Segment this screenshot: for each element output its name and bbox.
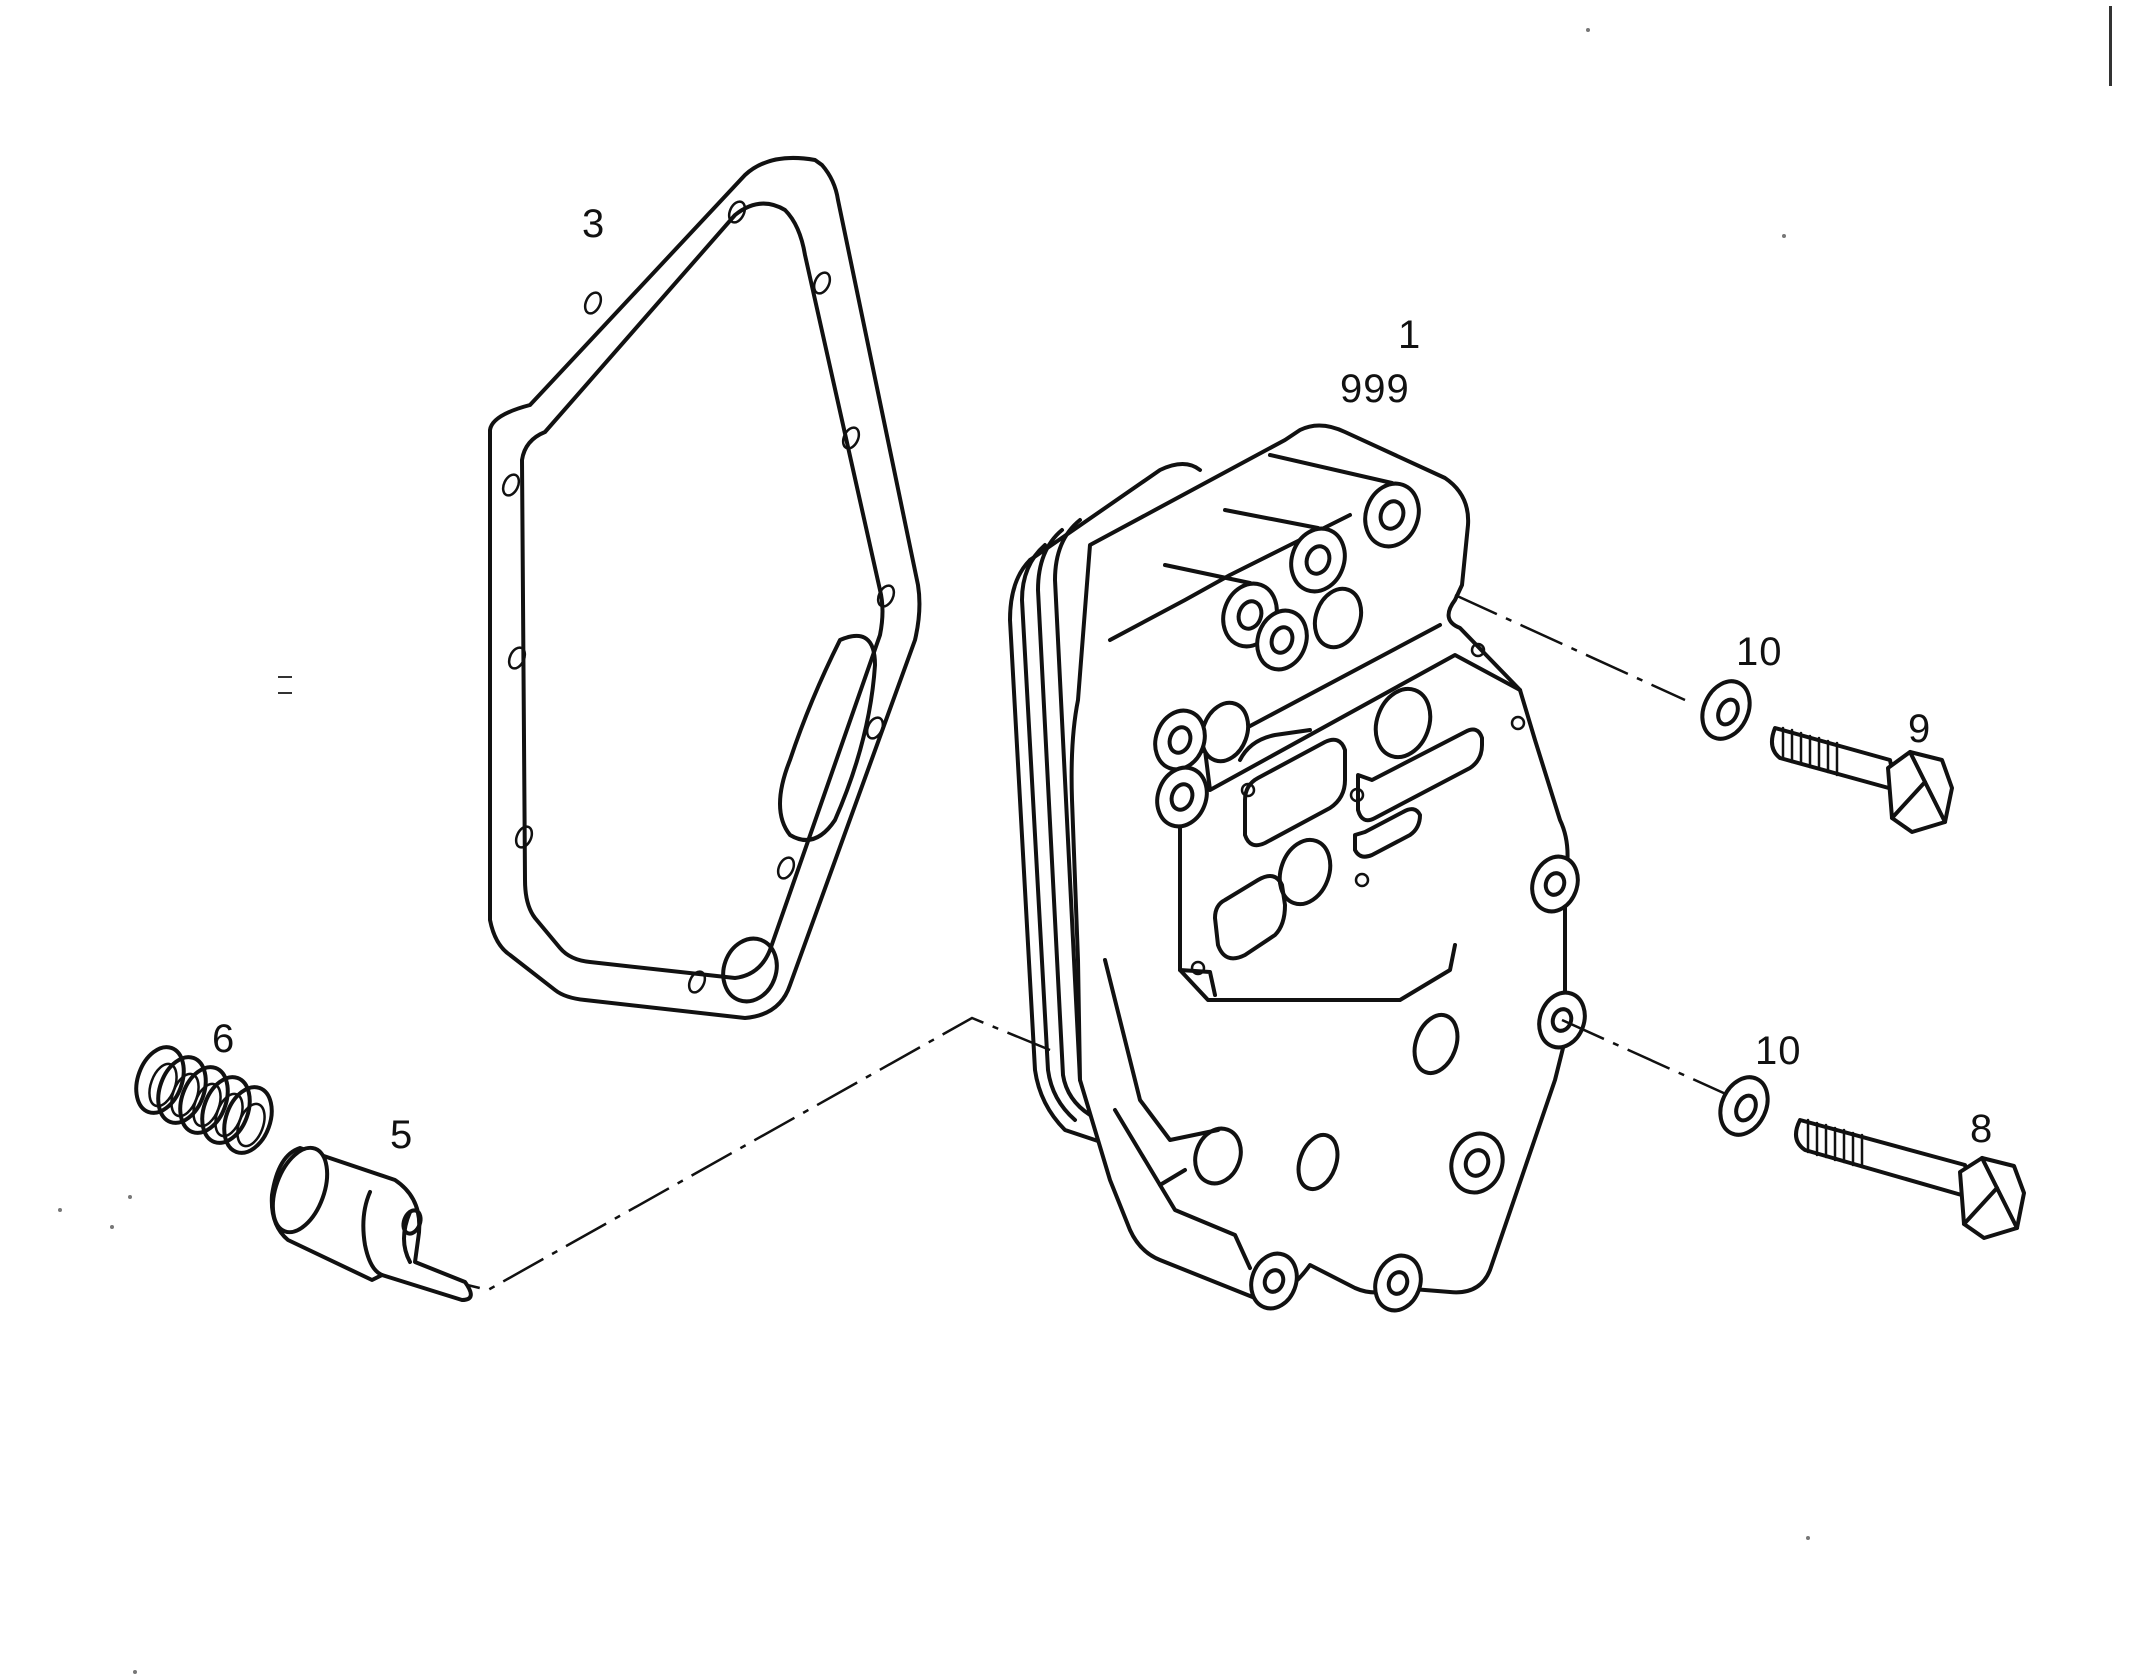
label-bolt-short: 9: [1908, 707, 1931, 751]
leader-lines: [454, 593, 1729, 1292]
spring-part-6: [134, 1045, 274, 1155]
callout-labels: 1 999 3 5 6 8 9 10 10: [212, 202, 1993, 1157]
washer-part-10-lower: [1718, 1075, 1770, 1137]
housing-part-1: [1008, 423, 1587, 1313]
label-housing-sub: 999: [1340, 367, 1410, 411]
label-valve-piston: 5: [390, 1113, 413, 1157]
valve-piston-part-5: [269, 1145, 473, 1302]
label-housing: 1: [1398, 313, 1421, 357]
bolt-part-9: [1769, 726, 1954, 834]
bolt-part-8: [1794, 1118, 2026, 1240]
gasket-part-3: [488, 155, 922, 1020]
background-specks: [58, 6, 2112, 1674]
label-bolt-long: 8: [1970, 1107, 1993, 1151]
label-gasket: 3: [582, 202, 605, 246]
washer-part-10-upper: [1700, 679, 1752, 741]
label-washer-lower: 10: [1755, 1029, 1802, 1073]
label-spring: 6: [212, 1017, 235, 1061]
label-washer-upper: 10: [1736, 630, 1783, 674]
